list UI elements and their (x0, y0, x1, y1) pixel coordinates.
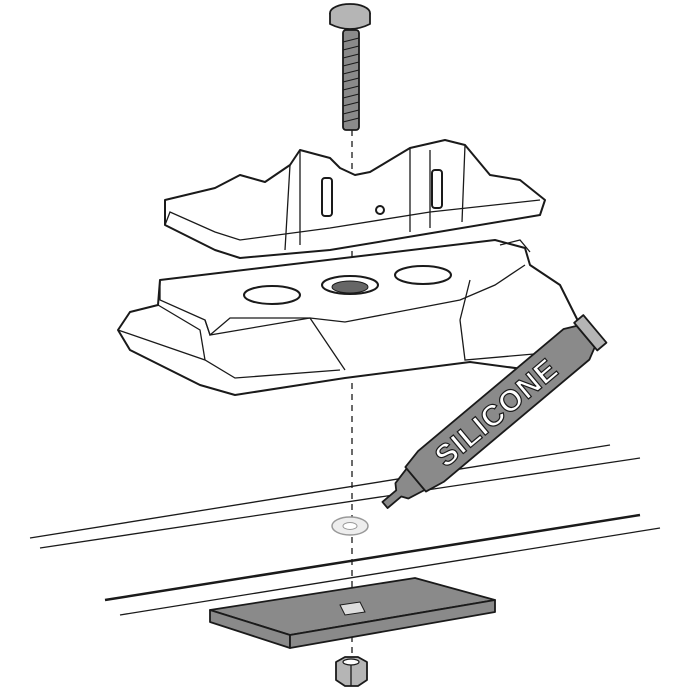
backing-plate (209, 577, 496, 649)
washer (331, 516, 369, 536)
bracket-clamp (164, 139, 546, 259)
roof-surface (29, 444, 661, 616)
foot-base (117, 239, 586, 396)
bolt-icon (329, 3, 371, 131)
nut-icon (335, 656, 368, 687)
